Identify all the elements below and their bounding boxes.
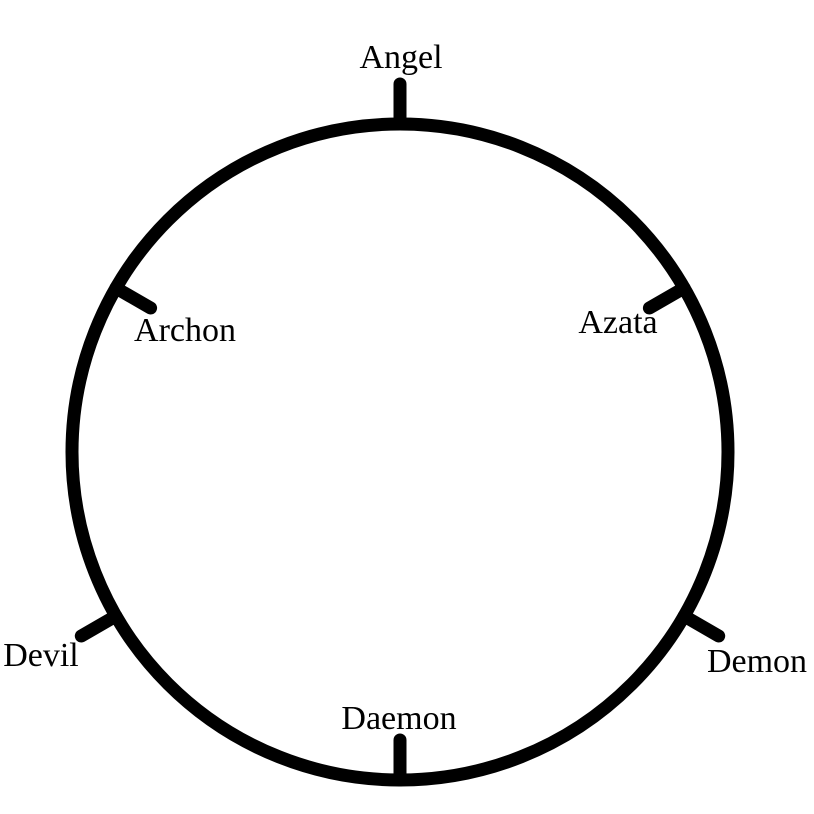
tick-demon [677, 609, 726, 643]
label-devil: Devil [3, 637, 79, 674]
label-demon: Demon [707, 643, 807, 680]
tick-azata [642, 281, 691, 315]
label-angel: Angel [359, 39, 442, 76]
wheel-circle [65, 117, 735, 787]
label-azata: Azata [578, 304, 657, 341]
label-daemon: Daemon [341, 700, 456, 737]
label-archon: Archon [134, 312, 236, 349]
tick-devil [74, 609, 123, 643]
tick-archon [109, 281, 158, 315]
